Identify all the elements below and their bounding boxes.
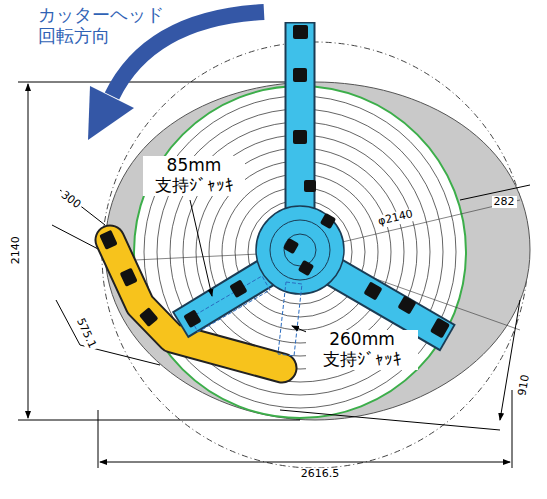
dimension-text: 575.1 <box>73 314 99 352</box>
rotation-title: カッターヘッド 回転方向 <box>38 5 178 46</box>
jack-label: 260mm 支持ｼﾞｬｯｷ <box>306 330 418 369</box>
dimension-text: 2616.5 <box>299 468 342 481</box>
dimension-text: 282 <box>492 196 517 209</box>
dimension-text: 2140 <box>10 234 23 266</box>
jack-label: 85mm 支持ｼﾞｬｯｷ <box>143 156 245 195</box>
dimension-text: 300 <box>56 187 84 212</box>
dimension-text: 910 <box>516 372 533 399</box>
